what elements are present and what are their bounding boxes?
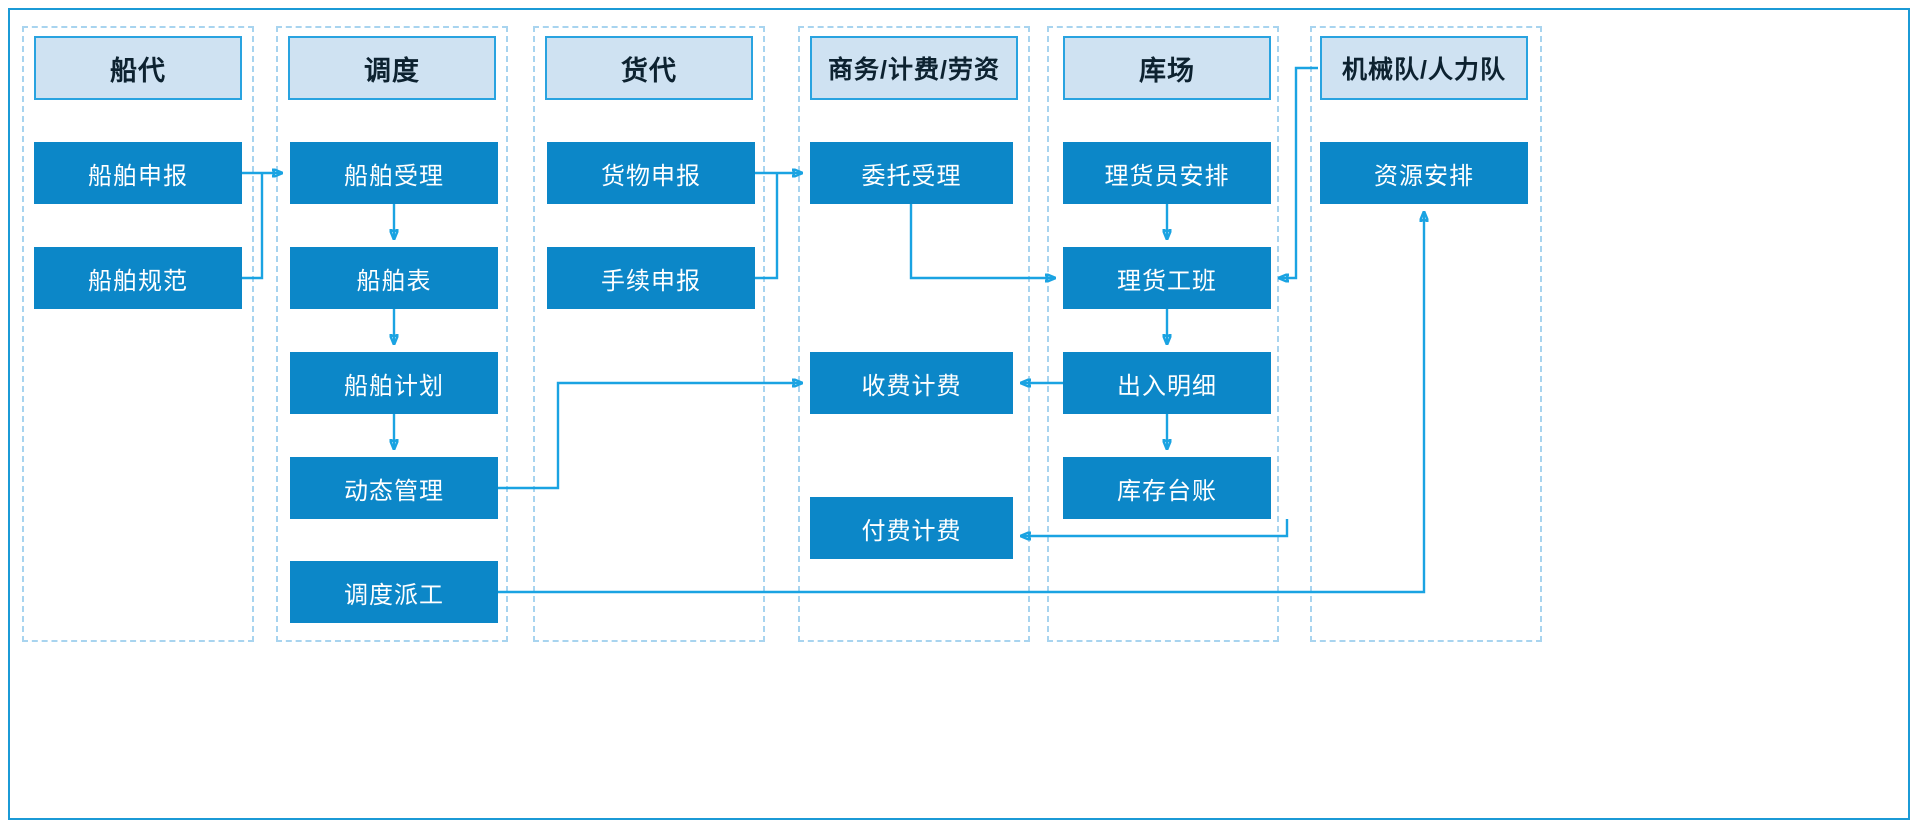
swimlane-kuchang [1047, 26, 1279, 642]
swimlane-diaodu [276, 26, 508, 642]
node-churu-mingxi[interactable]: 出入明细 [1063, 352, 1271, 414]
lane-header-shangwu[interactable]: 商务/计费/劳资 [810, 36, 1018, 100]
lane-header-jixiedui[interactable]: 机械队/人力队 [1320, 36, 1528, 100]
node-chuanbo-jihua[interactable]: 船舶计划 [290, 352, 498, 414]
swimlane-jixiedui [1310, 26, 1542, 642]
node-lihuoyuan-anpai[interactable]: 理货员安排 [1063, 142, 1271, 204]
node-chuanbo-shenbao[interactable]: 船舶申报 [34, 142, 242, 204]
node-chuanbo-guifan[interactable]: 船舶规范 [34, 247, 242, 309]
lane-header-huodai[interactable]: 货代 [545, 36, 753, 100]
swimlane-huodai [533, 26, 765, 642]
swimlane-chuandai [22, 26, 254, 642]
lane-header-kuchang[interactable]: 库场 [1063, 36, 1271, 100]
node-huowu-shenbao[interactable]: 货物申报 [547, 142, 755, 204]
node-dongtai-guanli[interactable]: 动态管理 [290, 457, 498, 519]
node-diaodu-paigong[interactable]: 调度派工 [290, 561, 498, 623]
node-shoufei-jifei[interactable]: 收费计费 [810, 352, 1013, 414]
node-kucun-taizhang[interactable]: 库存台账 [1063, 457, 1271, 519]
node-ziyuan-anpai[interactable]: 资源安排 [1320, 142, 1528, 204]
node-chuanbo-shouli[interactable]: 船舶受理 [290, 142, 498, 204]
node-shouxu-shenbao[interactable]: 手续申报 [547, 247, 755, 309]
lane-header-chuandai[interactable]: 船代 [34, 36, 242, 100]
diagram-outer-frame [8, 8, 1910, 820]
node-lihuo-gongban[interactable]: 理货工班 [1063, 247, 1271, 309]
node-weituo-shouli[interactable]: 委托受理 [810, 142, 1013, 204]
node-fufei-jifei[interactable]: 付费计费 [810, 497, 1013, 559]
node-chuanbo-biao[interactable]: 船舶表 [290, 247, 498, 309]
lane-header-diaodu[interactable]: 调度 [288, 36, 496, 100]
